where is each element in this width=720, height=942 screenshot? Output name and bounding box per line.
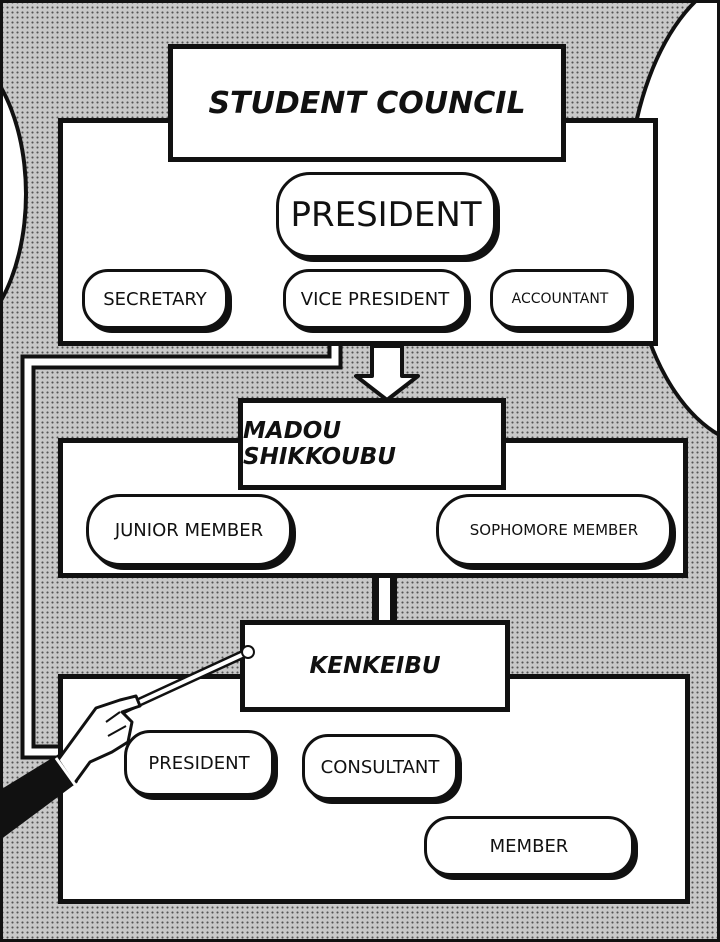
hand-icon (0, 696, 140, 840)
